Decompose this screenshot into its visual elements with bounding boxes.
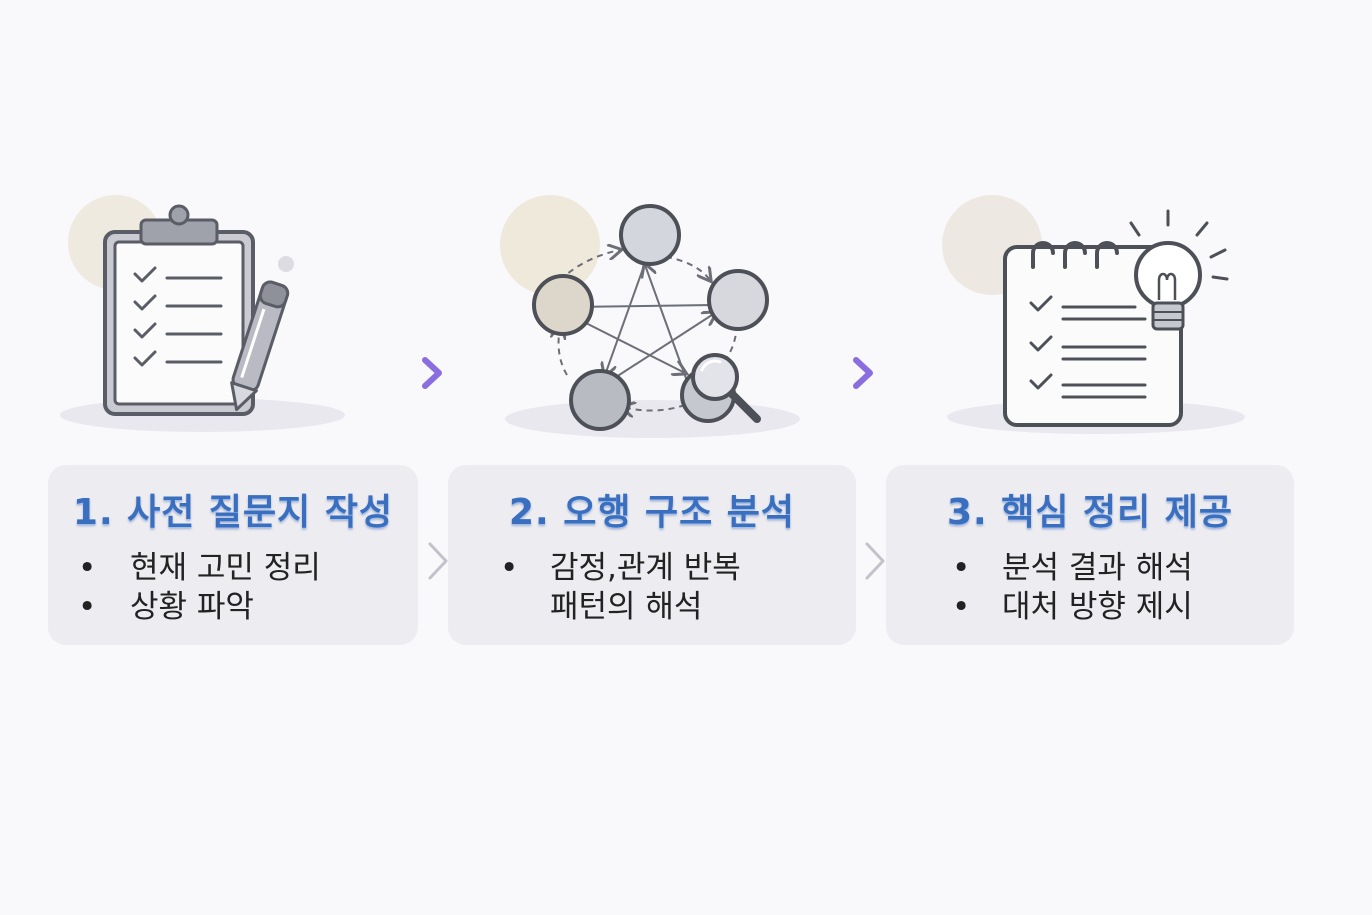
list-item: 패턴의 해석: [550, 589, 703, 625]
step-2-bullets: •감정,관계 반복 패턴의 해석: [500, 549, 741, 627]
step-3-illustration: [935, 195, 1245, 445]
step-1-illustration: [55, 190, 355, 440]
step-2-card: 2. 오행 구조 분석 •감정,관계 반복 패턴의 해석: [448, 465, 856, 645]
notepad-lightbulb-icon: [1003, 209, 1229, 427]
step-2-illustration: [495, 195, 805, 445]
step-3-bullets: •분석 결과 해석 •대처 방향 제시: [952, 549, 1193, 627]
step-2-title: 2. 오행 구조 분석: [508, 492, 796, 533]
step-1-bullets: •현재 고민 정리 •상황 파악: [78, 549, 321, 627]
list-item: •상황 파악: [78, 589, 254, 625]
clipboard-pen-icon: [103, 204, 294, 416]
list-item: •감정,관계 반복: [500, 550, 741, 586]
list-item: •대처 방향 제시: [952, 589, 1193, 625]
step-1-card: 1. 사전 질문지 작성 •현재 고민 정리 •상황 파악: [48, 465, 418, 645]
step-3-title: 3. 핵심 정리 제공: [946, 492, 1234, 533]
five-elements-cycle-icon: [532, 204, 769, 431]
chevron-right-icon: [428, 542, 448, 580]
step-3-card: 3. 핵심 정리 제공 •분석 결과 해석 •대처 방향 제시: [886, 465, 1294, 645]
chevron-right-icon: [865, 542, 885, 580]
chevron-right-icon: [853, 357, 873, 389]
list-item: •현재 고민 정리: [78, 550, 321, 586]
list-item: •분석 결과 해석: [952, 550, 1193, 586]
step-1-title: 1. 사전 질문지 작성: [72, 492, 394, 533]
chevron-right-icon: [422, 357, 442, 389]
